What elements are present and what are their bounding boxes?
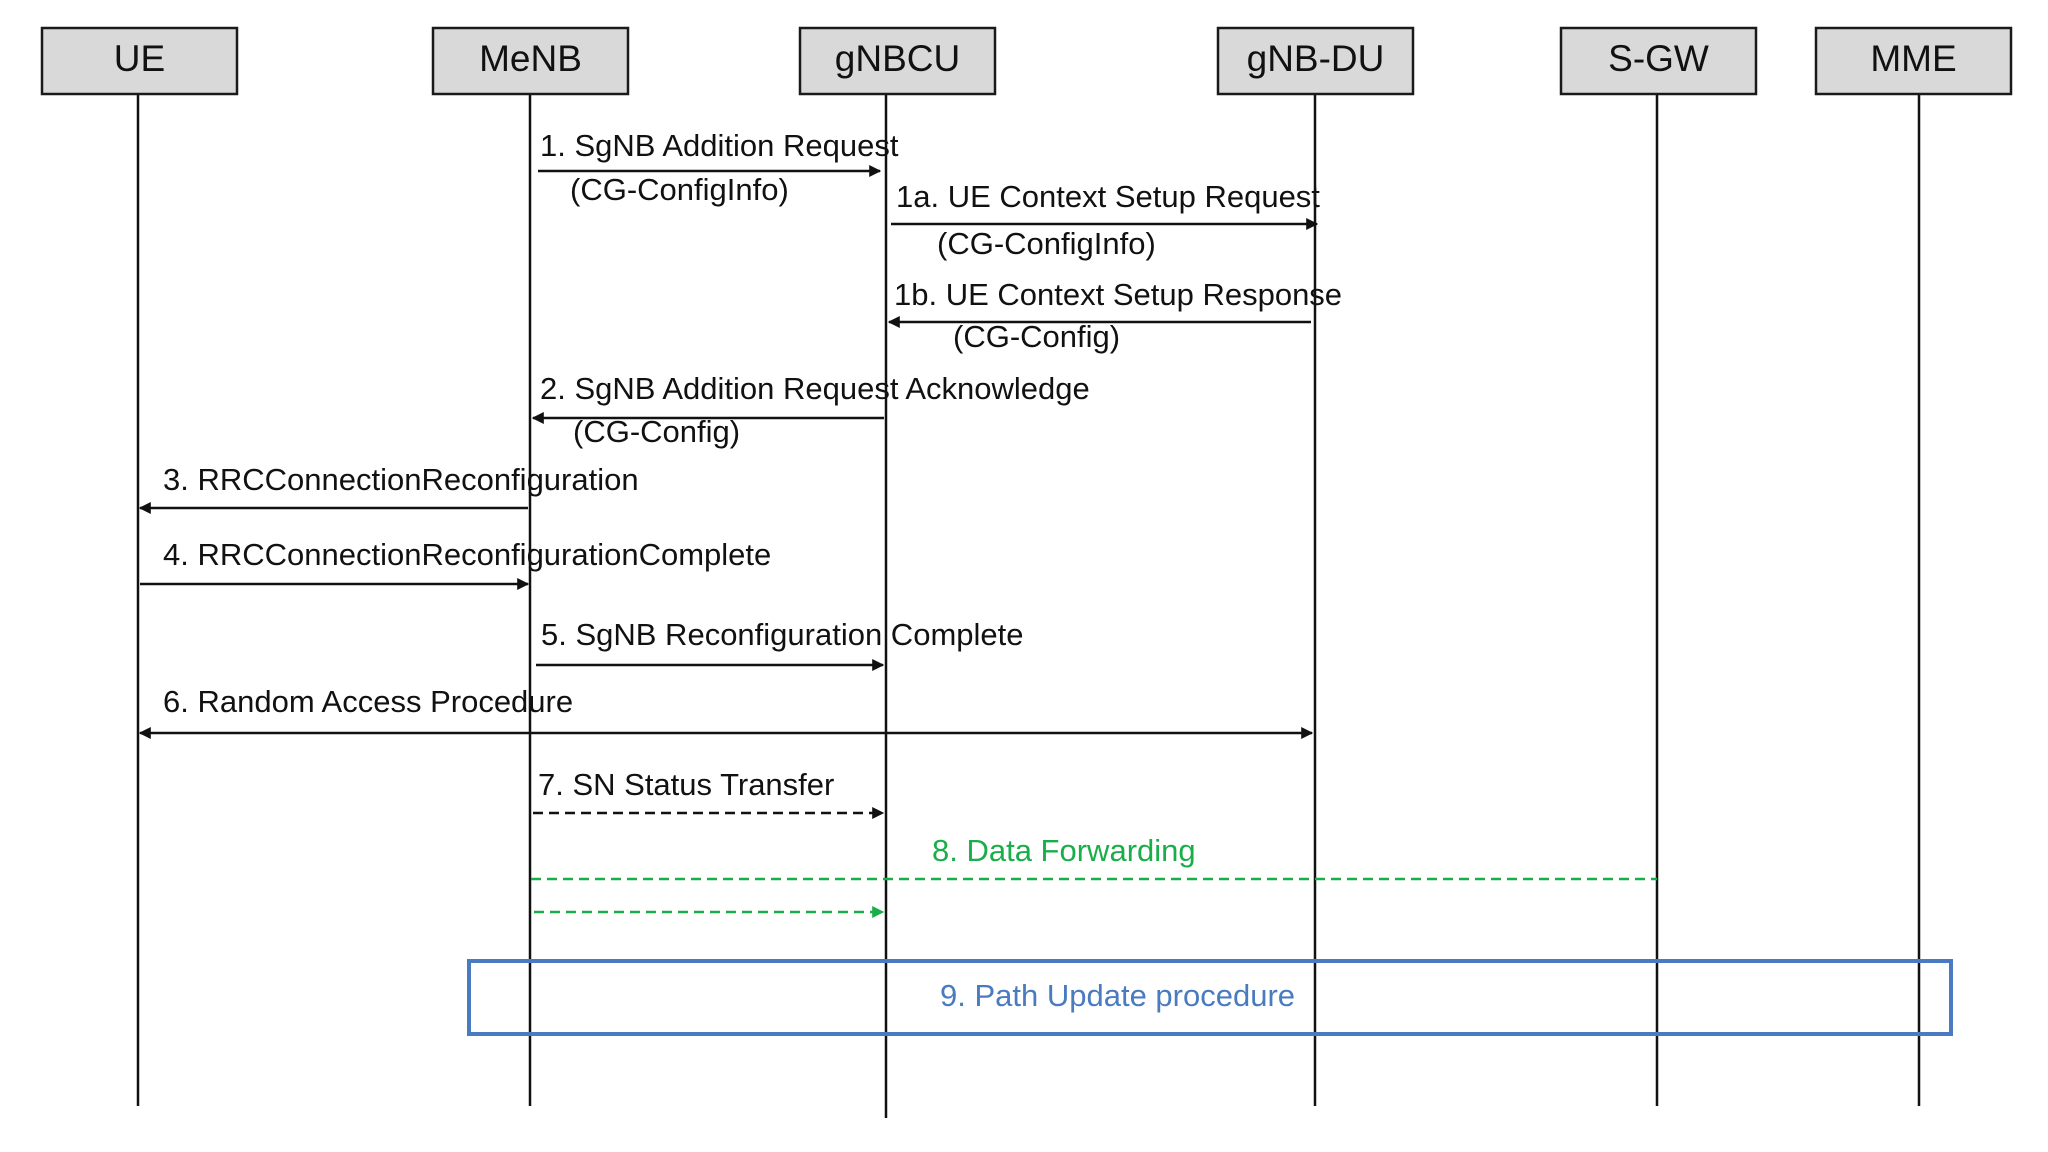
entity-label-gnbcu: gNBCU <box>835 38 960 79</box>
path-update-box <box>467 959 1953 1036</box>
message-6: 6. Random Access Procedure <box>138 684 1314 739</box>
message-6-label: 6. Random Access Procedure <box>163 684 573 719</box>
message-1b-label: 1b. UE Context Setup Response <box>894 277 1342 312</box>
entity-box-sgw <box>1559 26 1758 96</box>
data-forwarding: 8. Data Forwarding <box>531 833 1657 918</box>
message-2-label: 2. SgNB Addition Request Acknowledge <box>540 371 1090 406</box>
entity-headers: UE MeNB gNBCU gNB-DU S-GW MME <box>40 26 2013 96</box>
path-update-label: 9. Path Update procedure <box>940 978 1295 1013</box>
entity-box-mme <box>1814 26 2013 96</box>
data-forwarding-label: 8. Data Forwarding <box>932 833 1196 868</box>
message-1a: 1a. UE Context Setup Request (CG-ConfigI… <box>891 179 1320 261</box>
entity-gnbdu: gNB-DU <box>1216 26 1415 96</box>
message-1a-label: 1a. UE Context Setup Request <box>896 179 1320 214</box>
message-1b: 1b. UE Context Setup Response (CG-Config… <box>887 277 1342 354</box>
entity-gnbcu: gNBCU <box>798 26 997 96</box>
message-3-label: 3. RRCConnectionReconfiguration <box>163 462 639 497</box>
message-2: 2. SgNB Addition Request Acknowledge (CG… <box>531 371 1090 449</box>
entity-label-mme: MME <box>1870 38 1956 79</box>
entity-box-menb <box>431 26 630 96</box>
entity-box-gnbcu <box>798 26 997 96</box>
message-3: 3. RRCConnectionReconfiguration <box>138 462 639 514</box>
message-5-label: 5. SgNB Reconfiguration Complete <box>541 617 1023 652</box>
message-5: 5. SgNB Reconfiguration Complete <box>536 617 1023 671</box>
message-4-label: 4. RRCConnectionReconfigurationComplete <box>163 537 771 572</box>
entity-ue: UE <box>40 26 239 96</box>
message-1-sublabel: (CG-ConfigInfo) <box>570 172 789 207</box>
messages: 1. SgNB Addition Request (CG-ConfigInfo)… <box>138 128 1342 819</box>
entity-label-sgw: S-GW <box>1608 38 1709 79</box>
message-1b-sublabel: (CG-Config) <box>953 319 1120 354</box>
message-1a-sublabel: (CG-ConfigInfo) <box>937 226 1156 261</box>
message-2-sublabel: (CG-Config) <box>573 414 740 449</box>
message-7-label: 7. SN Status Transfer <box>538 767 834 802</box>
entity-sgw: S-GW <box>1559 26 1758 96</box>
message-1: 1. SgNB Addition Request (CG-ConfigInfo) <box>538 128 899 207</box>
message-4: 4. RRCConnectionReconfigurationComplete <box>140 537 771 590</box>
entity-label-menb: MeNB <box>479 38 582 79</box>
message-1-label: 1. SgNB Addition Request <box>540 128 899 163</box>
entity-menb: MeNB <box>431 26 630 96</box>
lifelines <box>136 94 1921 1118</box>
entity-label-gnbdu: gNB-DU <box>1247 38 1385 79</box>
entity-mme: MME <box>1814 26 2013 96</box>
path-update-procedure: 9. Path Update procedure <box>467 959 1953 1036</box>
entity-box-gnbdu <box>1216 26 1415 96</box>
entity-label-ue: UE <box>114 38 165 79</box>
entity-box-ue <box>40 26 239 96</box>
message-7: 7. SN Status Transfer <box>533 767 885 819</box>
